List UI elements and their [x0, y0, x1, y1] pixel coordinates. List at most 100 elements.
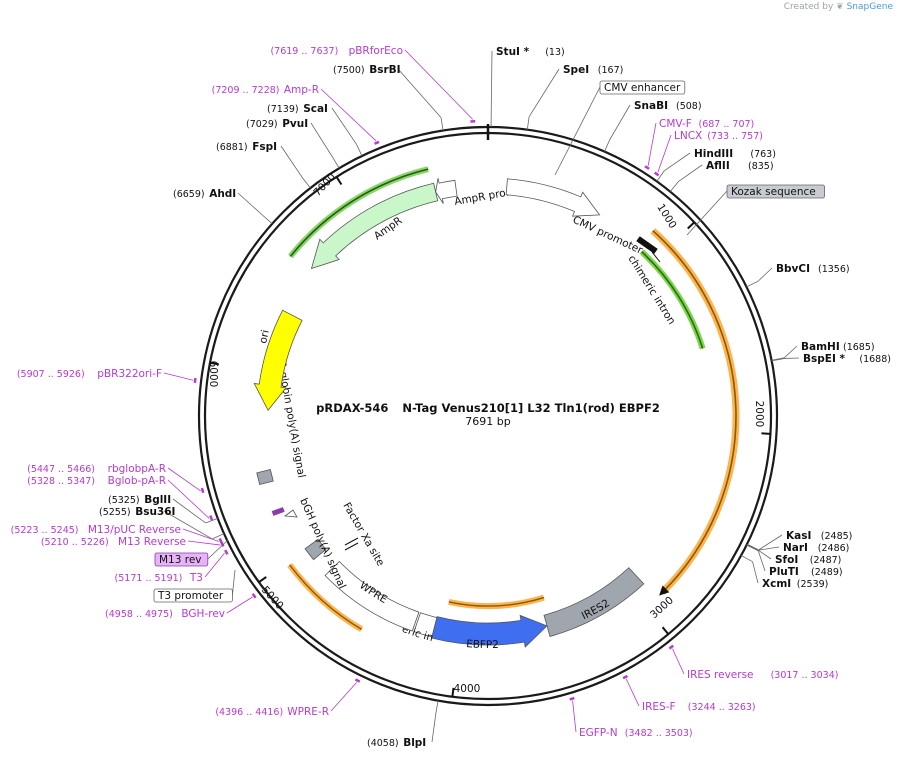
bgh-polya-feature: [304, 538, 327, 561]
boxed-label-cmv-enhancer[interactable]: CMV enhancer: [554, 80, 686, 176]
enzyme-blpi[interactable]: (4058)BlpI: [367, 700, 439, 749]
enzyme-leader: [758, 550, 772, 560]
primer-cmv-f[interactable]: CMV-F (687 .. 707): [644, 118, 755, 170]
enzyme-tick: [356, 144, 363, 157]
primer-range: (733 .. 757): [707, 131, 763, 142]
enzyme-leader: [397, 68, 442, 118]
enzyme-name: PluTI: [769, 566, 799, 578]
enzyme-tick: [740, 555, 753, 563]
enzyme-name: ScaI: [303, 103, 328, 115]
primer-wpre-r[interactable]: WPRE-R(4396 .. 4416): [215, 678, 361, 718]
primer-leader: [625, 678, 640, 707]
primer-amp-r[interactable]: Amp-R(7209 .. 7228): [212, 84, 380, 145]
enzyme-leader: [757, 267, 773, 282]
enzyme-tick: [302, 177, 311, 189]
enzyme-pvui[interactable]: (7029)PvuI: [246, 118, 340, 169]
enzyme-aflii[interactable]: AflII(835): [669, 160, 774, 192]
snapgene-credit: Created by ❦ SnapGene: [784, 2, 893, 12]
primer-t3[interactable]: T3(5171 .. 5191): [115, 549, 229, 584]
enzyme-sfoi[interactable]: SfoI(2487): [746, 544, 842, 566]
primer-leader: [657, 134, 672, 173]
primer-mark: [668, 644, 674, 650]
boxed-label-m13-rev[interactable]: M13 rev: [154, 539, 229, 567]
primer-name: pBR322ori-F: [97, 368, 162, 380]
enzyme-scai[interactable]: (7139)ScaI: [267, 103, 363, 157]
enzyme-bspei[interactable]: BspEI *(1688): [771, 353, 891, 365]
enzyme-name: SpeI: [563, 64, 589, 76]
venus-inner-feature: [639, 249, 706, 350]
primer-lncx[interactable]: LNCX(733 .. 757): [653, 130, 763, 177]
enzyme-tick: [771, 358, 785, 362]
enzyme-name: HindIII: [694, 148, 733, 160]
enzyme-position: (508): [676, 101, 702, 112]
primer-rbglobpa-r[interactable]: rbglobpA-R(5447 .. 5466): [27, 463, 205, 494]
enzyme-tick: [771, 357, 785, 361]
enzyme-leader: [664, 152, 691, 172]
enzyme-position: (2539): [797, 579, 829, 590]
enzyme-ahdi[interactable]: (6659)AhdI: [173, 188, 273, 225]
boxed-label-kozak-sequence[interactable]: Kozak sequence: [686, 184, 825, 236]
primer-ires-reverse[interactable]: IRES reverse(3017 .. 3034): [668, 644, 838, 681]
enzyme-snabi[interactable]: SnaBI(508): [604, 100, 702, 152]
enzyme-leader: [758, 546, 780, 551]
venus-arc-core: [652, 230, 737, 596]
enzyme-hindiii[interactable]: HindIII(763): [656, 148, 776, 182]
primer-mark: [374, 140, 380, 145]
enzyme-tick: [526, 116, 530, 130]
enzyme-leader: [331, 107, 357, 145]
primer-pbrforeco[interactable]: pBRforEco(7619 .. 7637): [270, 45, 476, 123]
ebfp2-feature-shape: [431, 614, 548, 648]
primer-name: Amp-R: [284, 84, 319, 96]
enzyme-tick: [205, 518, 218, 524]
ori-feature: [253, 309, 303, 412]
enzyme-position: (1356): [818, 264, 850, 275]
primer-ires-f[interactable]: IRES-F(3244 .. 3263): [622, 674, 756, 713]
enzyme-tick: [604, 139, 611, 152]
chimeric-intron-2-feature: [413, 612, 438, 638]
enzyme-tick: [746, 280, 759, 288]
primer-mark: [569, 696, 575, 701]
enzyme-position: (2489): [811, 567, 843, 578]
enzyme-leader: [528, 68, 560, 118]
tick-mark: [661, 626, 670, 635]
primer-pbr322ori-f[interactable]: pBR322ori-F(5907 .. 5926): [17, 368, 197, 384]
enzyme-position: (13): [545, 47, 565, 58]
primer-range: (687 .. 707): [699, 119, 755, 130]
primer-range: (4958 .. 4975): [105, 609, 173, 620]
primer-bgh-rev[interactable]: BGH-rev(4958 .. 4975): [105, 593, 257, 620]
enzyme-stui[interactable]: StuI *(13): [490, 46, 565, 128]
primer-m13-reverse[interactable]: M13 Reverse(5210 .. 5226): [41, 536, 225, 548]
ebfp-orange-feature: [448, 594, 545, 609]
enzyme-xcmi[interactable]: XcmI(2539): [740, 555, 829, 590]
boxed-label-t3-promoter[interactable]: T3 promoter: [153, 569, 236, 603]
enzyme-bsrbi[interactable]: (7500)BsrBI: [333, 64, 444, 131]
primer-name: T3: [189, 572, 203, 584]
primer-name: IRES reverse: [687, 669, 754, 681]
ampr-feature: [310, 182, 439, 270]
plasmid-name: pRDAX-546: [316, 401, 388, 415]
enzyme-pluti[interactable]: PluTI (2489): [746, 544, 843, 578]
enzyme-position: (1685): [843, 342, 875, 353]
enzyme-position: (5255): [99, 507, 131, 518]
enzyme-bsu36i[interactable]: (5255)Bsu36I: [99, 506, 225, 540]
primer-m13-puc-reverse[interactable]: M13/pUC Reverse (5223 .. 5245): [11, 524, 223, 544]
enzyme-name: BspEI *: [803, 353, 846, 365]
boxed-label-leader: [554, 86, 601, 176]
enzyme-bbvci[interactable]: BbvCI(1356): [746, 263, 850, 288]
enzyme-bamhi[interactable]: BamHI(1685): [771, 341, 875, 361]
primer-leader: [320, 88, 377, 142]
primer-bglob-pa-r[interactable]: Bglob-pA-R(5328 .. 5347): [27, 475, 214, 521]
enzyme-position: (7029): [246, 119, 278, 130]
primer-egfp-n[interactable]: EGFP-N(3482 .. 3503): [569, 696, 693, 739]
enzyme-bglii[interactable]: (5325)BglII: [108, 494, 218, 524]
enzyme-fspi[interactable]: (6881)FspI: [216, 141, 311, 189]
boxed-label-leader: [207, 539, 229, 560]
enzyme-spei[interactable]: SpeI(167): [526, 64, 623, 130]
primer-range: (5223 .. 5245): [11, 525, 79, 536]
enzyme-kasi[interactable]: KasI(2485): [746, 530, 852, 551]
primer-leader: [404, 49, 474, 120]
primer-name: M13/pUC Reverse: [88, 524, 181, 536]
primer-name: CMV-F: [659, 118, 692, 130]
primer-range: (3482 .. 3503): [625, 728, 693, 739]
